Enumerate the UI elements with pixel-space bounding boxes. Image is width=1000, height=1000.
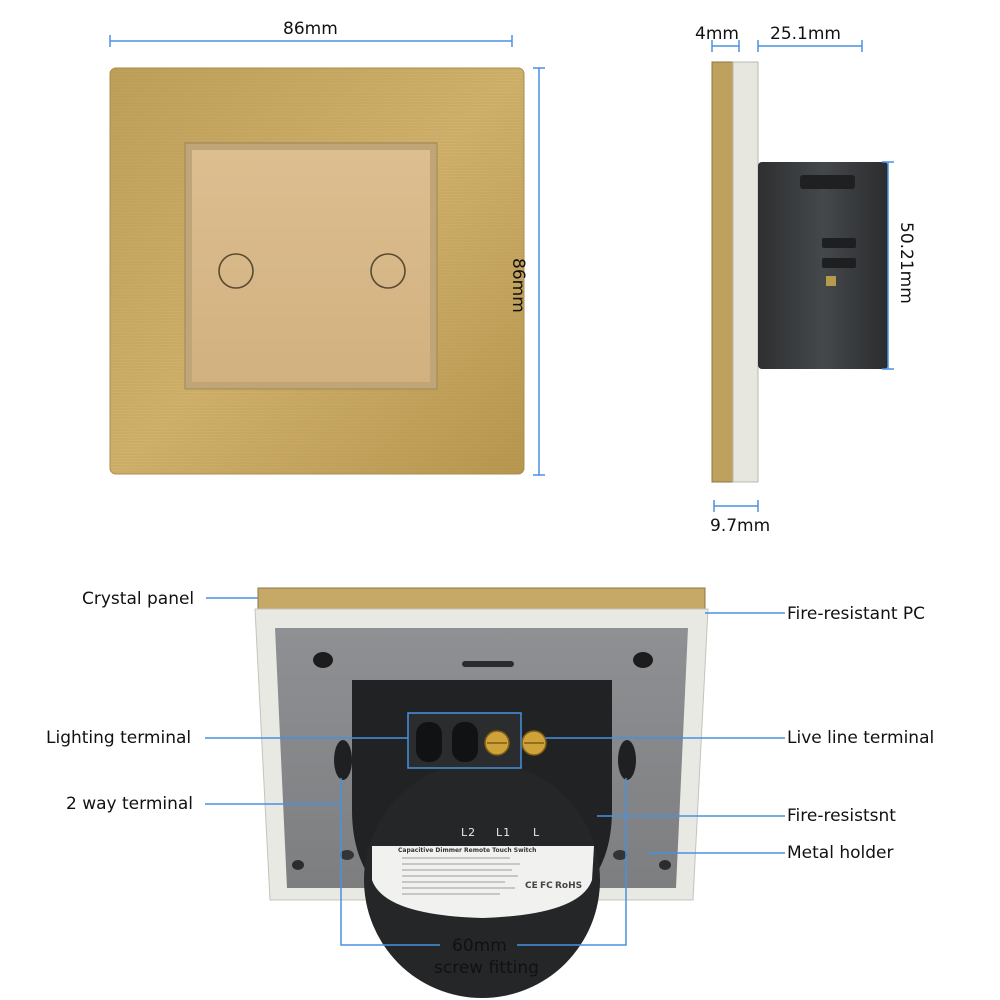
live-line-terminal-label: Live line terminal <box>787 728 935 748</box>
side-depth-dimension <box>757 40 863 52</box>
side-plate-label: 4mm <box>695 24 739 44</box>
side-depth-label: 25.1mm <box>770 24 841 44</box>
cert-mark-ce: CE <box>525 881 538 891</box>
product-title: Capacitive Dimmer Remote Touch Switch <box>398 847 537 854</box>
metal-holder-label: Metal holder <box>787 843 894 863</box>
screw-fitting-label: screw fitting <box>434 958 539 978</box>
back-view <box>254 587 709 998</box>
cert-mark-rohs: RoHS <box>555 881 583 891</box>
fire-resistant-pc-label: Fire-resistant PC <box>787 604 926 624</box>
lighting-terminal-label: Lighting terminal <box>46 728 192 748</box>
side-base-dimension <box>713 500 759 512</box>
fire-resistsnt-label: Fire-resistsnt <box>787 806 896 826</box>
terminal-label-l2: L2 <box>461 826 477 839</box>
callout-lines <box>205 597 785 946</box>
terminal-label-l1: L1 <box>496 826 512 839</box>
touch-button-right <box>370 253 406 289</box>
side-base-label: 9.7mm <box>710 516 771 536</box>
front-width-label: 86mm <box>283 19 338 39</box>
touch-button-left <box>218 253 254 289</box>
side-view <box>711 61 888 483</box>
crystal-panel-edge <box>257 587 706 610</box>
touch-panel <box>192 150 430 382</box>
side-plate-dimension <box>711 40 740 52</box>
screw-fitting-value: 60mm <box>452 936 507 956</box>
side-height-dimension <box>882 161 894 370</box>
crystal-panel-label: Crystal panel <box>82 589 195 609</box>
front-view <box>109 67 525 475</box>
front-height-label: 86mm <box>508 258 528 313</box>
cert-mark-fc: FC <box>540 881 553 891</box>
side-height-label: 50.21mm <box>896 222 916 304</box>
front-width-dimension <box>109 35 513 47</box>
two-way-terminal-label: 2 way terminal <box>66 794 194 814</box>
front-height-dimension <box>533 67 545 476</box>
terminal-label-l: L <box>533 826 540 839</box>
side-gold-plate <box>711 61 734 483</box>
